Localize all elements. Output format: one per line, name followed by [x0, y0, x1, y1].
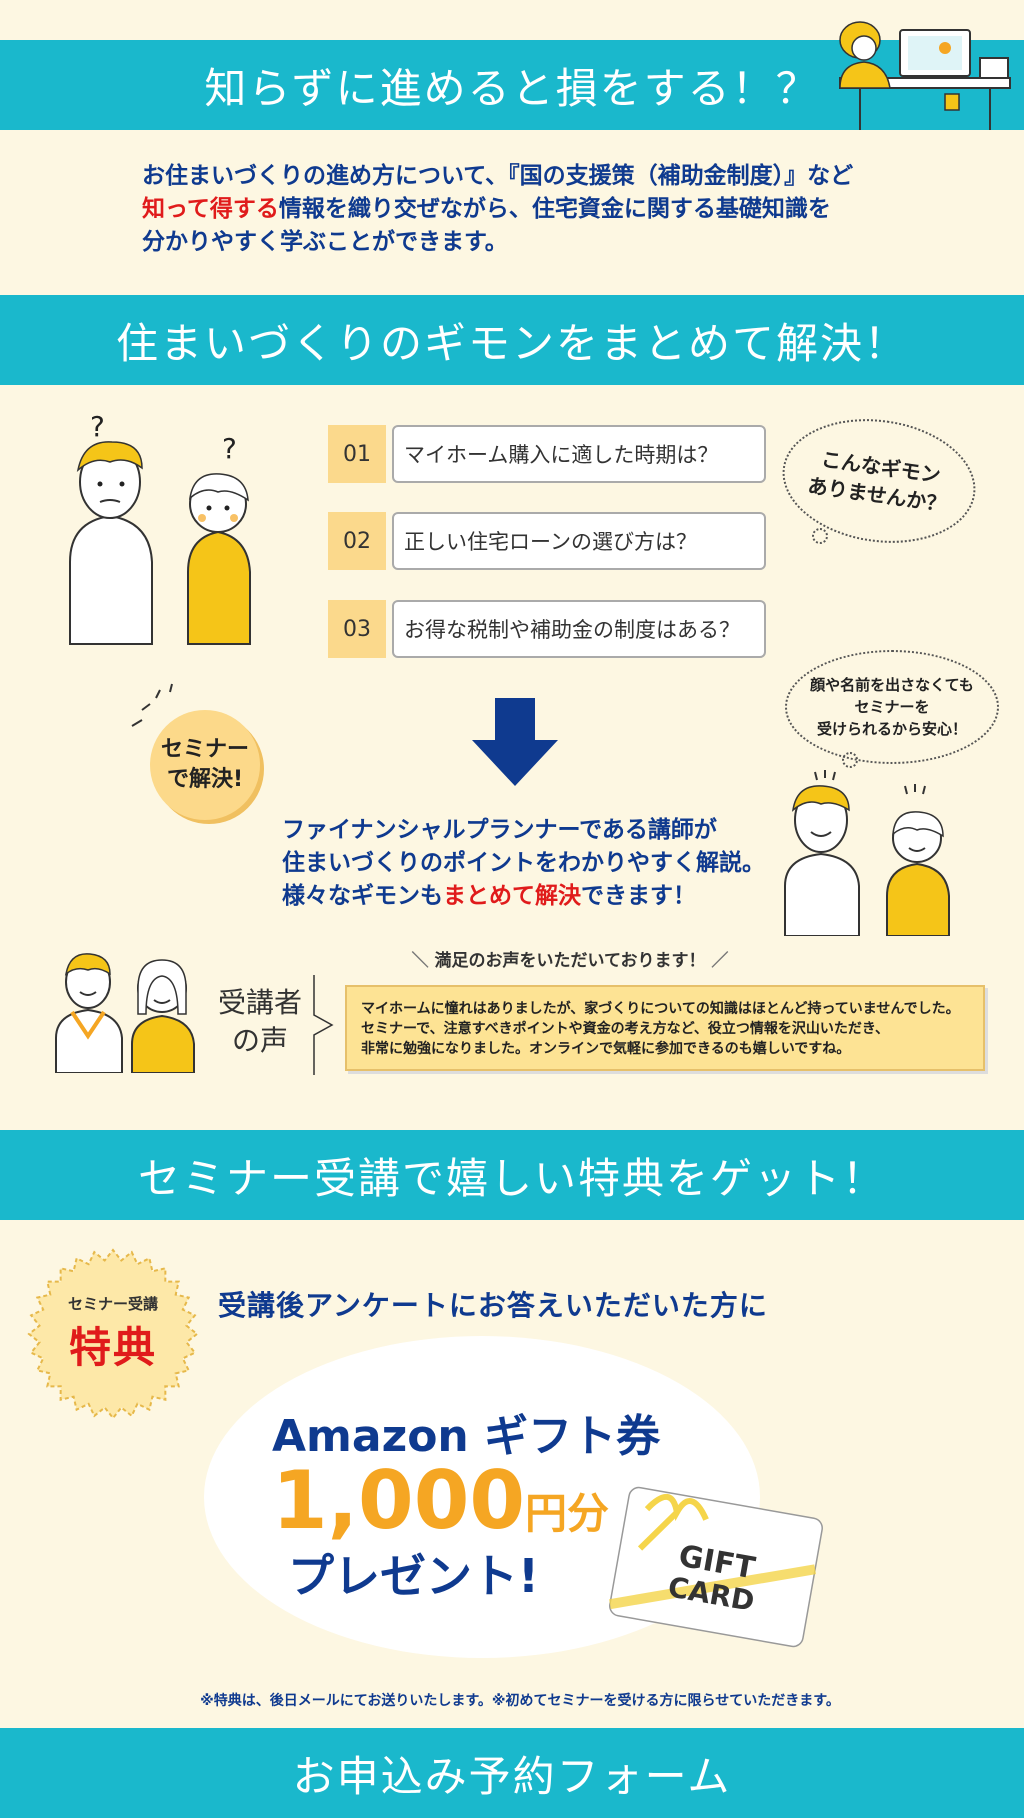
- faq-question: マイホーム購入に適した時期は？: [392, 425, 766, 483]
- form-link-title[interactable]: お申込み予約フォーム: [292, 1751, 732, 1801]
- bubble-line: セミナーを: [854, 698, 930, 716]
- thought-bubble-question: こんなギモン ありませんか？: [774, 407, 984, 555]
- woman-laptop-illustration: [839, 21, 1011, 130]
- reviewer-couple-illustration: [55, 953, 195, 1073]
- voice-heading: ＼ 満足のお声をいただいております！ ／: [411, 951, 729, 971]
- seal-big-label: 特典: [68, 1323, 157, 1372]
- thought-bubble-anonymous: 顔や名前を出さなくても セミナーを 受けられるから安心！: [785, 650, 999, 764]
- perk-seal-text: セミナー受講 特典: [25, 1246, 201, 1422]
- voice-heading-text: 満足のお声をいただいております！: [434, 951, 706, 971]
- section-title: 知らずに進めると損をする！？: [204, 63, 820, 113]
- intro-line-2: 知って得する情報を織り交ぜながら、住宅資金に関する基礎知識を: [142, 193, 942, 226]
- fp-line-3-post: できます！: [581, 883, 696, 909]
- faq-item: 01 マイホーム購入に適した時期は？: [328, 425, 766, 483]
- section-banner-form[interactable]: お申込み予約フォーム: [0, 1728, 1024, 1818]
- faq-question: お得な税制や補助金の制度はある？: [392, 600, 766, 658]
- faq-number: 03: [328, 600, 386, 658]
- voice-label-line: の声: [231, 1024, 288, 1057]
- sparkle-lines-icon: [130, 680, 190, 734]
- fp-line-2: 住まいづくりのポイントをわかりやすく解説。: [282, 850, 765, 876]
- faq-number: 02: [328, 512, 386, 570]
- fp-line-3-pre: 様々なギモンも: [282, 883, 443, 909]
- fp-line-3: 様々なギモンもまとめて解決できます！: [282, 880, 802, 913]
- section-title: 住まいづくりのギモンをまとめて解決！: [115, 318, 908, 368]
- testimonial-line: 非常に勉強になりました。オンラインで気軽に参加できるのも嬉しいですね。: [361, 1041, 851, 1057]
- perk-present-text: プレゼント!: [288, 1549, 539, 1603]
- solve-badge: セミナー で解決!: [150, 710, 260, 820]
- fp-line-1: ファイナンシャルプランナーである講師が: [282, 817, 717, 843]
- solve-badge-line: セミナー: [160, 737, 249, 762]
- intro-line-3: 分かりやすく学ぶことができます。: [142, 229, 508, 255]
- faq-number: 01: [328, 425, 386, 483]
- arrow-down-icon: [472, 698, 558, 786]
- perk-lead-text: 受講後アンケートにお答えいただいた方に: [218, 1289, 768, 1322]
- voice-label-line: 受講者: [217, 986, 302, 1019]
- perk-note: ※特典は、後日メールにてお送りいたします。※初めてセミナーを受ける方に限らせてい…: [200, 1693, 840, 1709]
- faq-item: 02 正しい住宅ローンの選び方は？: [328, 512, 766, 570]
- intro-text: お住まいづくりの進め方について、『国の支援策（補助金制度）』など 知って得する情…: [142, 160, 942, 259]
- solve-badge-line: で解決!: [166, 767, 244, 792]
- amazon-gift-title: Amazon ギフト券: [272, 1411, 661, 1462]
- perk-amount-unit: 円分: [525, 1489, 610, 1538]
- fp-highlight: まとめて解決: [443, 883, 581, 909]
- confused-couple-illustration: ? ?: [69, 412, 251, 645]
- svg-text:?: ?: [90, 412, 105, 443]
- intro-line-1: お住まいづくりの進め方について、『国の支援策（補助金制度）』など: [142, 163, 854, 189]
- intro-line-2-rest: 情報を織り交ぜながら、住宅資金に関する基礎知識を: [278, 196, 831, 222]
- seal-small-label: セミナー受講: [67, 1295, 158, 1313]
- faq-item: 03 お得な税制や補助金の制度はある？: [328, 600, 766, 658]
- happy-couple-illustration: [784, 770, 950, 936]
- section-banner-perks: セミナー受講で嬉しい特典をゲット！: [0, 1130, 1024, 1220]
- voice-bracket-divider: [313, 975, 334, 1075]
- perk-amount-value: 1,000: [272, 1454, 526, 1547]
- bubble-line: 受けられるから安心！: [816, 720, 967, 738]
- intro-highlight: 知って得する: [142, 196, 279, 222]
- testimonial-line: セミナーで、注意すべきポイントや資金の考え方など、役立つ情報を沢山いただき、: [361, 1021, 889, 1037]
- section-title: セミナー受講で嬉しい特典をゲット！: [137, 1153, 886, 1203]
- svg-text:?: ?: [222, 432, 237, 465]
- faq-question: 正しい住宅ローンの選び方は？: [392, 512, 766, 570]
- bubble-line: 顔や名前を出さなくても: [810, 676, 974, 694]
- testimonial-line: マイホームに憧れはありましたが、家づくりについての知識はほとんど持っていませんで…: [361, 1001, 960, 1017]
- thought-bubble-tail: [842, 752, 858, 768]
- perk-seal-badge: [27, 1248, 199, 1420]
- gift-card-illustration: GIFT CARD: [609, 1486, 823, 1648]
- thought-bubble-tail: [812, 528, 828, 544]
- section-banner-questions: 住まいづくりのギモンをまとめて解決！: [0, 295, 1024, 385]
- fp-explanation: ファイナンシャルプランナーである講師が 住まいづくりのポイントをわかりやすく解説…: [282, 814, 802, 913]
- voice-label: 受講者 の声: [212, 984, 308, 1060]
- voice-testimonial-box: マイホームに憧れはありましたが、家づくりについての知識はほとんど持っていませんで…: [345, 985, 985, 1071]
- perk-amount: 1,000円分: [272, 1456, 632, 1559]
